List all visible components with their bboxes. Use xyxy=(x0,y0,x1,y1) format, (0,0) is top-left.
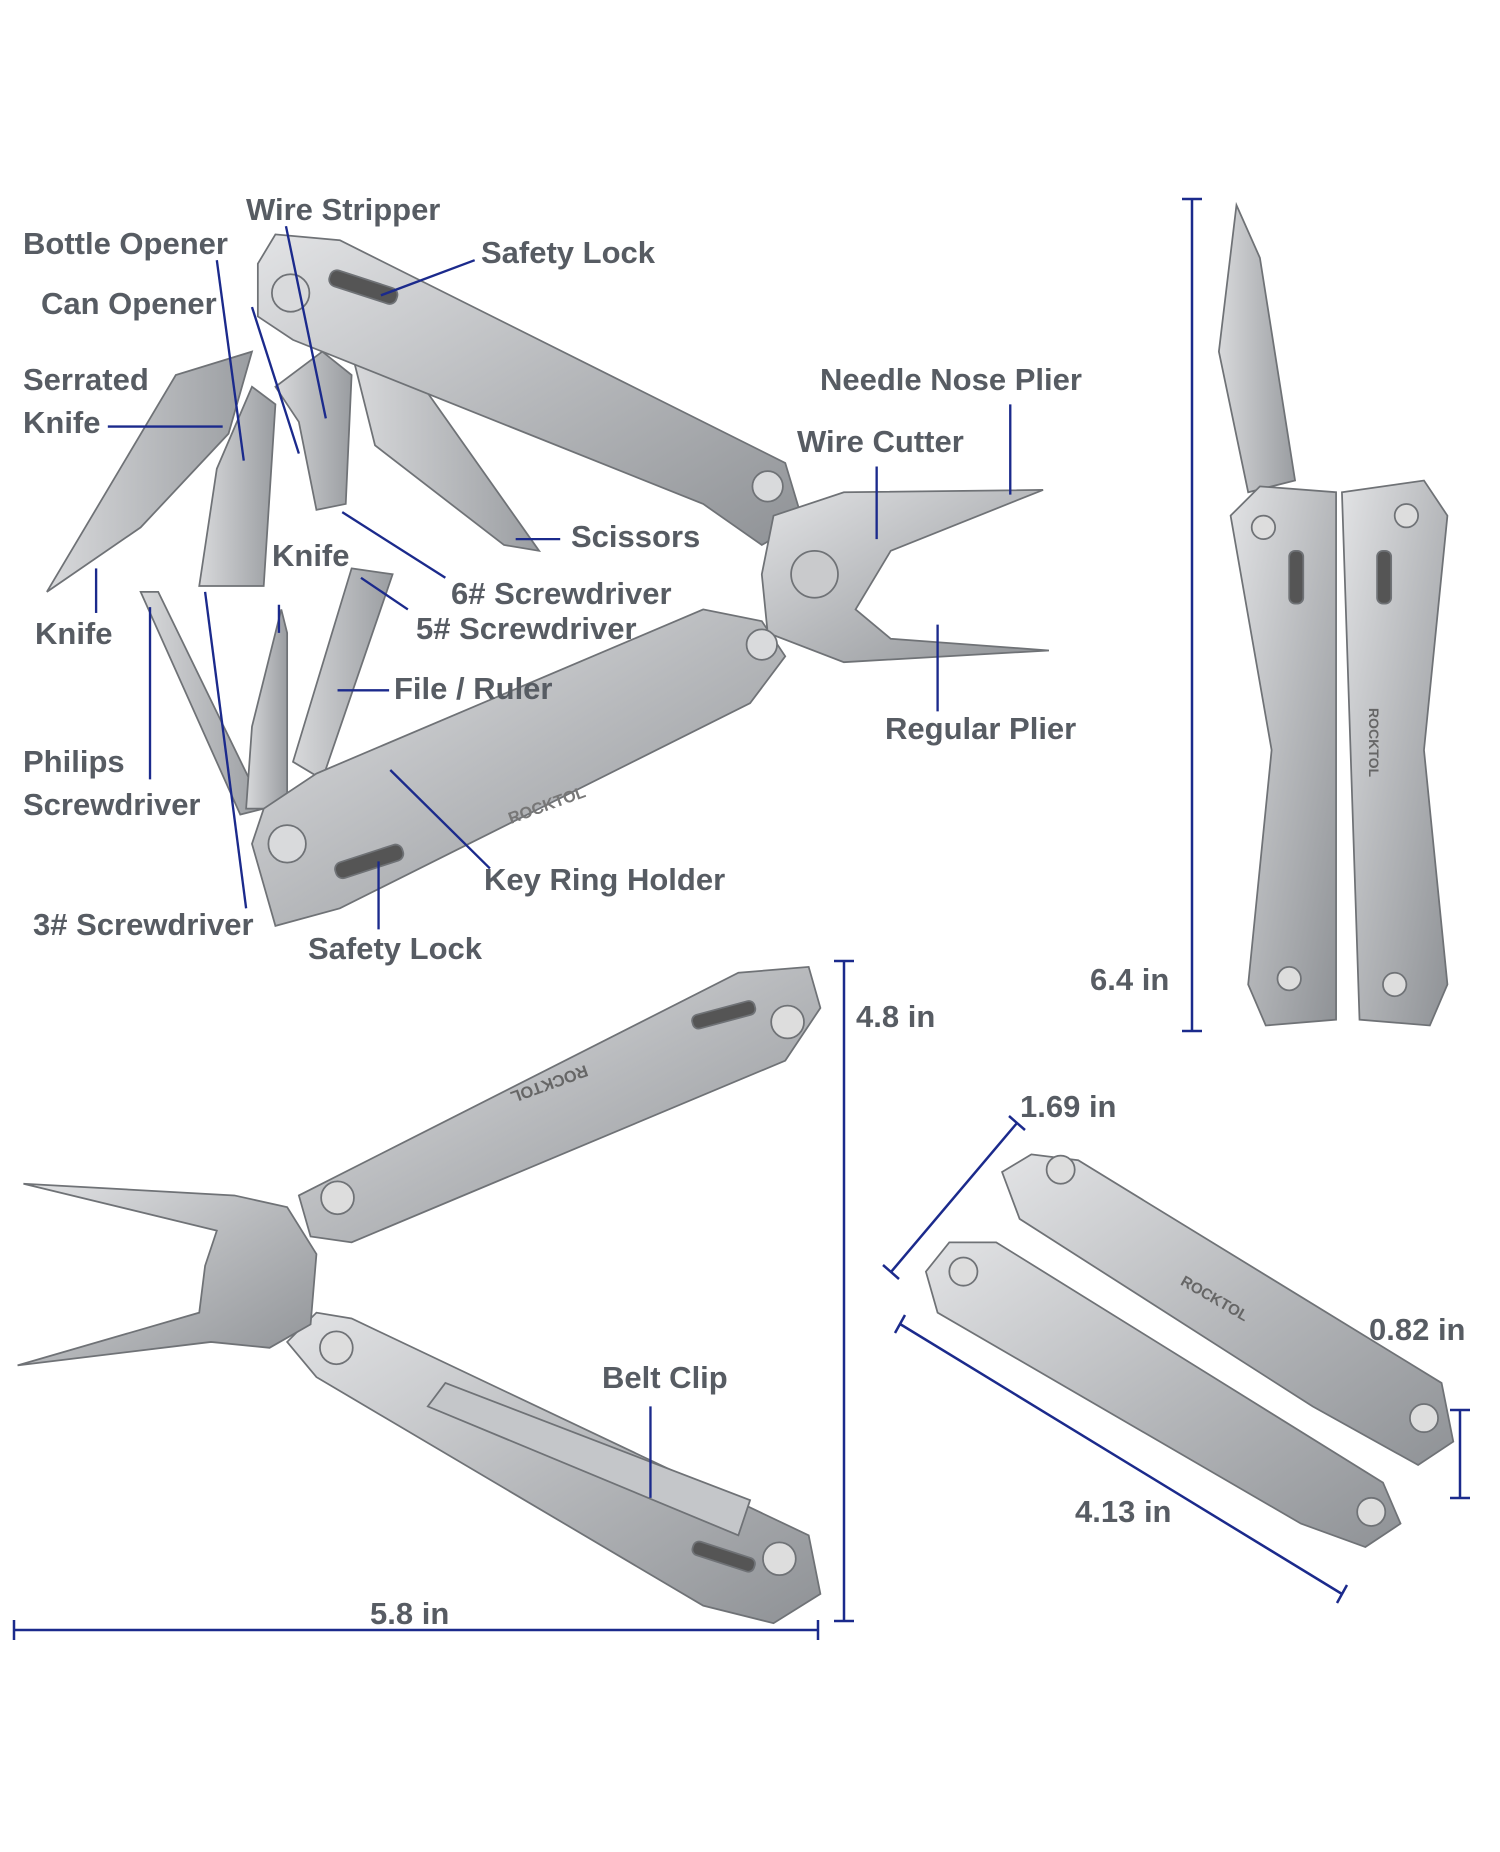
label-serrated: Serrated xyxy=(23,362,149,397)
knife-blade xyxy=(1217,201,1297,494)
folded-multitool-vertical: ROCKTOL xyxy=(1217,201,1449,1027)
plier-jaws xyxy=(760,489,1050,664)
dimension-folded-length: 6.4 in xyxy=(1090,962,1170,997)
folded-multitool-angled: ROCKTOL xyxy=(924,1153,1455,1549)
open-multitool-top: ROCKTOL xyxy=(46,233,1050,927)
philips-blade xyxy=(139,590,265,816)
front-handle xyxy=(924,1241,1402,1549)
belt-clip xyxy=(426,1381,752,1537)
label-philips: Philips xyxy=(23,744,125,779)
lower-handle xyxy=(285,1311,822,1625)
small-knife-blade xyxy=(245,609,289,810)
dimension-open-height: 4.8 in xyxy=(856,999,936,1034)
label-scissors: Scissors xyxy=(571,519,701,554)
dimension-closed-length: 4.13 in xyxy=(1075,1494,1172,1529)
label-serrated-knife: Knife xyxy=(23,405,101,440)
upper-handle xyxy=(297,965,822,1244)
label-screwdriver-3: 3# Screwdriver xyxy=(33,907,254,942)
svg-text:ROCKTOL: ROCKTOL xyxy=(1366,708,1382,778)
screwdriver-6-blade xyxy=(274,350,353,511)
dimension-thickness: 0.82 in xyxy=(1369,1312,1466,1347)
label-needle-nose-plier: Needle Nose Plier xyxy=(820,362,1082,397)
open-multitool-bottom: ROCKTOL xyxy=(17,965,822,1625)
label-key-ring-holder: Key Ring Holder xyxy=(484,862,726,897)
plier-jaws xyxy=(17,1182,318,1367)
label-safety-lock-bottom: Safety Lock xyxy=(308,931,483,966)
label-file-ruler: File / Ruler xyxy=(394,671,553,706)
label-wire-cutter: Wire Cutter xyxy=(797,424,964,459)
label-knife-mid: Knife xyxy=(272,538,350,573)
label-safety-lock-top: Safety Lock xyxy=(481,235,656,270)
leader-lines xyxy=(94,225,1012,1498)
dimension-open-length: 5.8 in xyxy=(370,1596,450,1631)
dimension-width: 1.69 in xyxy=(1020,1089,1117,1124)
label-wire-stripper: Wire Stripper xyxy=(246,192,441,227)
label-screwdriver-5: 5# Screwdriver xyxy=(416,611,637,646)
left-handle xyxy=(1229,485,1337,1027)
label-belt-clip: Belt Clip xyxy=(602,1360,728,1395)
can-opener-blade xyxy=(198,385,277,587)
knife-blade xyxy=(46,350,254,593)
label-can-opener: Can Opener xyxy=(41,286,217,321)
dimension-lines xyxy=(12,197,1470,1640)
label-bottle-opener: Bottle Opener xyxy=(23,226,228,261)
right-handle xyxy=(1341,479,1449,1027)
label-regular-plier: Regular Plier xyxy=(885,711,1077,746)
label-screwdriver-6: 6# Screwdriver xyxy=(451,576,672,611)
label-knife-left: Knife xyxy=(35,616,113,651)
back-handle xyxy=(1000,1153,1455,1467)
label-philips-screwdriver: Screwdriver xyxy=(23,787,201,822)
